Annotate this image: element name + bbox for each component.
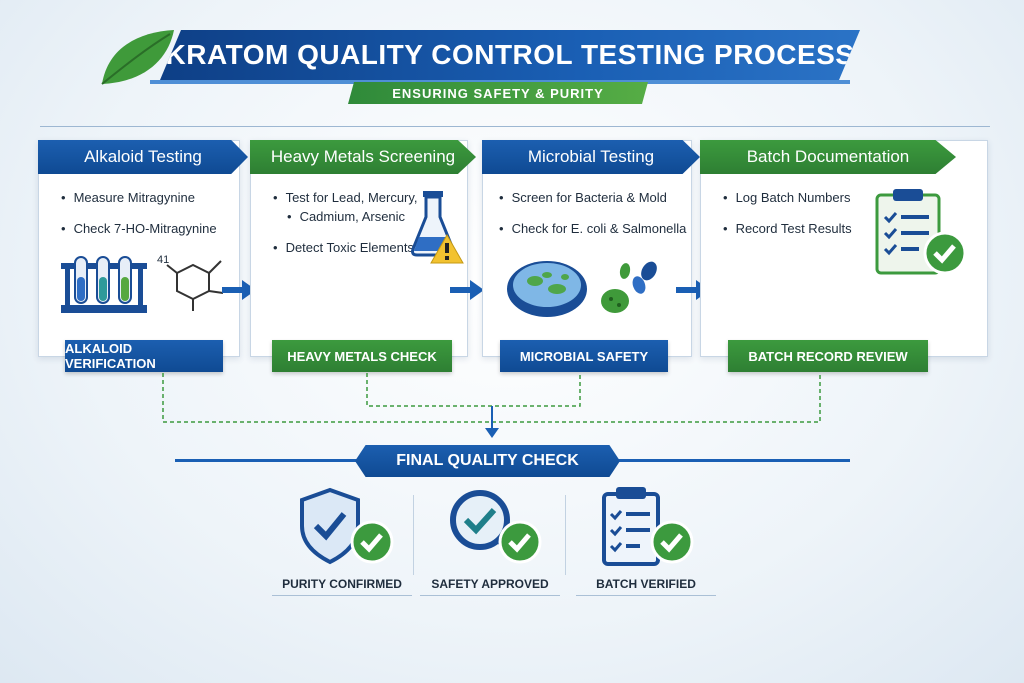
magnifier-check-icon <box>450 490 542 564</box>
header-divider <box>40 126 990 127</box>
bullet-item: Log Batch Numbers <box>723 189 852 206</box>
result-label-batch: BATCH VERIFIED <box>596 577 696 591</box>
step-label-text: ALKALOID VERIFICATION <box>65 341 156 371</box>
bullet-item: Measure Mitragynine <box>61 189 217 206</box>
step-label-batch: BATCH RECORD REVIEW <box>728 340 928 372</box>
molecule-label: 41 <box>157 254 170 266</box>
step-label-microbial: MICROBIAL SAFETY <box>500 340 668 372</box>
step-panel-alkaloid: Alkaloid Testing Measure Mitragynine Che… <box>38 140 248 357</box>
step-title-text: Heavy Metals Screening <box>270 147 456 166</box>
step-panel-heavy-metals: Heavy Metals Screening Test for Lead, Me… <box>250 140 476 357</box>
arrow-right-icon <box>450 280 484 300</box>
bullet-item: Screen for Bacteria & Mold <box>499 189 686 206</box>
page-title: KRATOM QUALITY CONTROL TESTING PROCESS <box>165 39 855 70</box>
step-title-alkaloid: Alkaloid Testing <box>38 140 248 174</box>
bullet-item: Record Test Results <box>723 220 852 237</box>
shield-check-icon <box>300 487 394 565</box>
result-label-safety: SAFETY APPROVED <box>431 577 549 591</box>
step-label-heavy-metals: HEAVY METALS CHECK <box>272 340 452 372</box>
step-label-alkaloid: ALKALOID VERIFICATION <box>65 340 223 372</box>
title-banner: KRATOM QUALITY CONTROL TESTING PROCESS <box>160 30 860 80</box>
leaf-icon <box>101 30 174 85</box>
step-title-text: Microbial Testing <box>527 147 655 166</box>
final-check-title: FINAL QUALITY CHECK <box>396 452 579 469</box>
step-panel-microbial: Microbial Testing Screen for Bacteria & … <box>482 140 700 357</box>
result-underline <box>272 595 412 596</box>
result-underline <box>576 595 716 596</box>
result-underline <box>420 595 560 596</box>
clipboard-check-icon <box>875 189 967 275</box>
step-title-text: Batch Documentation <box>746 147 910 166</box>
test-tubes-and-molecule-icon <box>61 256 224 313</box>
petri-dish-bacteria-icon <box>507 261 657 317</box>
step-title-heavy-metals: Heavy Metals Screening <box>250 140 476 174</box>
final-check-banner: FINAL QUALITY CHECK <box>355 445 620 477</box>
step-title-batch: Batch Documentation <box>700 140 956 174</box>
bullet-item: Check 7-HO-Mitragynine <box>61 220 217 237</box>
step-label-text: HEAVY METALS CHECK <box>287 348 437 364</box>
flask-warning-icon <box>411 191 464 264</box>
step-label-text: BATCH RECORD REVIEW <box>748 348 908 364</box>
bullet-item: Cadmium, Arsenic <box>273 208 418 225</box>
step-title-microbial: Microbial Testing <box>482 140 700 174</box>
step-title-text: Alkaloid Testing <box>84 147 202 166</box>
bullet-item: Detect Toxic Elements <box>273 239 418 256</box>
result-separator <box>413 495 414 575</box>
result-label-purity: PURITY CONFIRMED <box>282 577 402 591</box>
step-panel-batch: Batch Documentation Log Batch Numbers Re… <box>700 140 988 357</box>
step-label-text: MICROBIAL SAFETY <box>519 348 649 364</box>
bullet-item: Check for E. coli & Salmonella <box>499 220 687 237</box>
bullet-item: Test for Lead, Mercury, <box>273 189 418 206</box>
arrow-right-icon <box>222 280 256 300</box>
subtitle-banner: ENSURING SAFETY & PURITY <box>348 82 648 104</box>
result-separator <box>565 495 566 575</box>
page-subtitle: ENSURING SAFETY & PURITY <box>392 85 604 101</box>
clipboard-check-icon <box>602 487 694 566</box>
